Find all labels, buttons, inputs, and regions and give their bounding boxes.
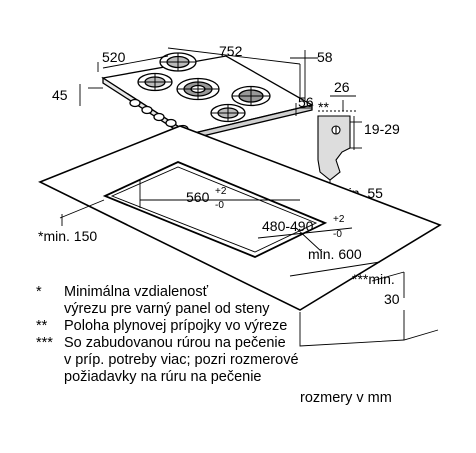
note-3: *** So zabudovanou rúrou na pečenie v prí… — [36, 335, 299, 386]
gas-connection-marker: ** — [318, 99, 329, 115]
dim-19-29: 19-29 — [364, 121, 400, 137]
note-1-line-2: výrezu pre varný panel od steny — [64, 301, 270, 317]
note-2-line-1: Poloha plynovej prípojky vo výreze — [64, 318, 288, 334]
note-2-mark: ** — [36, 318, 48, 334]
burner-back-right — [231, 85, 271, 107]
dim-min-30-value: 30 — [384, 291, 400, 307]
dim-26: 26 — [334, 79, 350, 95]
cutout-opening — [102, 161, 328, 258]
dim-cutout-width-tol-plus: +2 — [215, 186, 227, 197]
dim-cutout-depth-tol-minus: -0 — [333, 229, 342, 240]
note-1: * Minimálna vzdialenosť výrezu pre varný … — [36, 284, 270, 318]
hob-drawing — [101, 52, 314, 141]
dim-cutout-width: 560 — [186, 189, 210, 205]
hob-dimension-lines — [79, 47, 318, 116]
worktop-dimension-lines — [59, 180, 439, 347]
dim-520: 520 — [102, 49, 126, 65]
units-label: rozmery v mm — [300, 390, 392, 406]
dim-45: 45 — [52, 87, 68, 103]
dim-min-600: min. 600 — [308, 246, 362, 262]
note-2: ** Poloha plynovej prípojky vo výreze — [36, 318, 287, 335]
cutout-inner-edge — [110, 166, 318, 253]
dim-56: 56 — [298, 94, 314, 110]
note-3-mark: *** — [36, 335, 53, 351]
note-1-line-1: Minimálna vzdialenosť — [64, 284, 209, 300]
burner-front-right — [210, 103, 246, 123]
dim-752: 752 — [219, 43, 243, 59]
dim-cutout-width-tol-minus: -0 — [215, 200, 224, 211]
note-3-line-2: v príp. potreby viac; pozri rozmerové — [64, 352, 299, 368]
note-1-mark: * — [36, 284, 42, 300]
note-3-line-1: So zabudovanou rúrou na pečenie — [64, 335, 286, 351]
dim-min-30-label: ***min. — [352, 271, 395, 287]
worktop-drawing — [38, 125, 442, 311]
dim-cutout-depth-tol-plus: +2 — [333, 214, 345, 225]
dim-cutout-depth: 480-490 — [262, 218, 314, 234]
dim-58: 58 — [317, 49, 333, 65]
burner-back-left — [159, 52, 197, 72]
burner-center-wok — [176, 77, 220, 101]
burner-front-left — [137, 72, 173, 92]
dim-min-150: *min. 150 — [38, 228, 97, 244]
control-knobs — [129, 98, 189, 134]
note-3-line-3: požiadavky na rúru na pečenie — [64, 369, 262, 385]
